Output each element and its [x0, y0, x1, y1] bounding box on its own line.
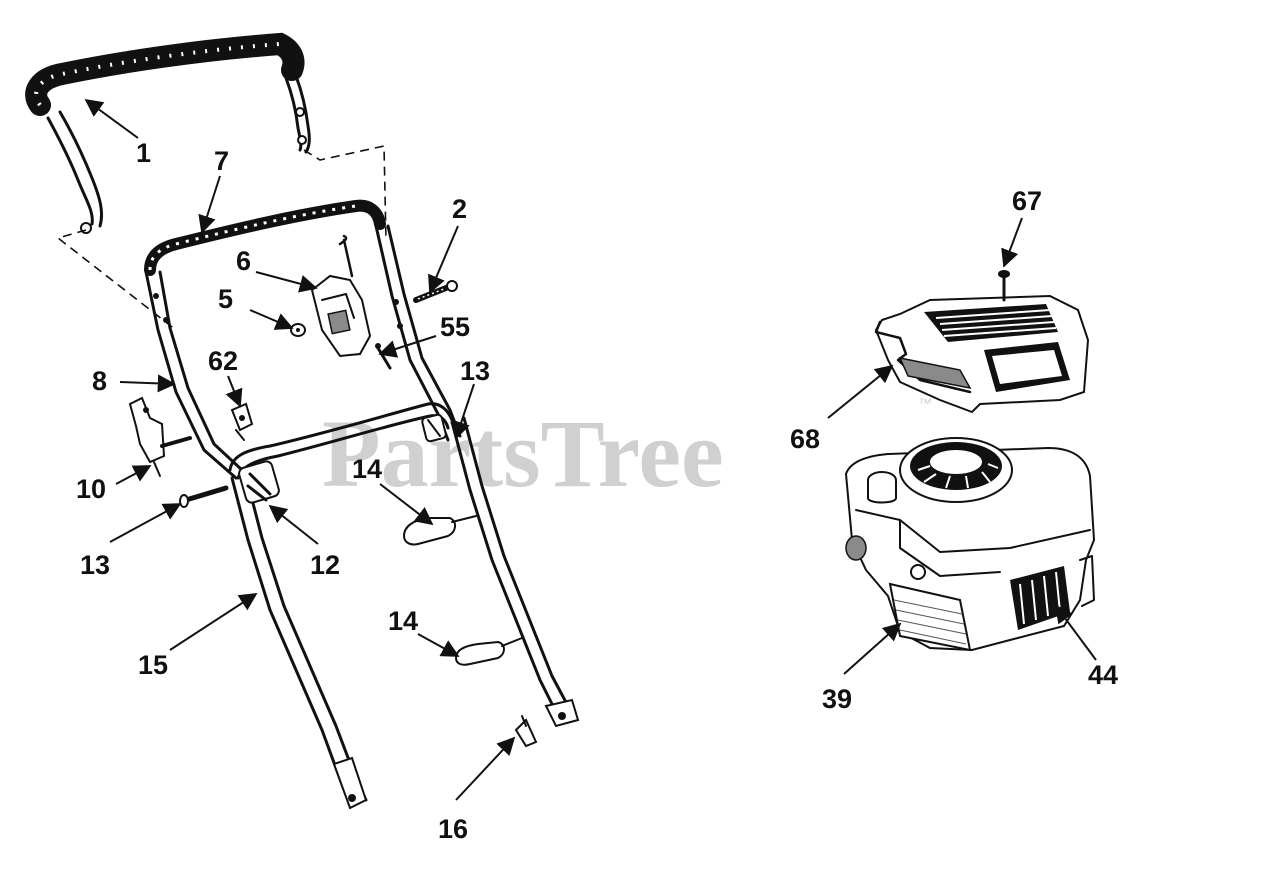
knob-part-13-right [421, 413, 447, 443]
cable-clip-part-14-upper [402, 515, 477, 546]
callout-62: 62 [208, 346, 238, 376]
wing-knob-part-10 [128, 396, 192, 477]
callout-7: 7 [214, 146, 229, 176]
callout-12: 12 [310, 550, 340, 580]
callout-55: 55 [440, 312, 470, 342]
clip-part-16 [514, 715, 538, 748]
watermark-text: PartsTree [322, 400, 724, 507]
screw-part-2 [413, 280, 458, 303]
callout-5: 5 [218, 284, 233, 314]
callout-16: 16 [438, 814, 468, 844]
callout-15: 15 [138, 650, 168, 680]
clip-part-55 [375, 343, 392, 370]
callout-13-right: 13 [460, 356, 490, 386]
middle-handle-frame [144, 199, 462, 480]
bolt-part-13-left [179, 485, 229, 508]
callout-8: 8 [92, 366, 107, 396]
watermark-trademark: ™ [918, 395, 932, 411]
callout-14-upper: 14 [352, 454, 382, 484]
callout-1: 1 [136, 138, 151, 168]
callout-44: 44 [1088, 660, 1118, 690]
callout-13-left: 13 [80, 550, 110, 580]
callout-39: 39 [822, 684, 852, 714]
control-box [310, 234, 372, 358]
bracket-part-62 [230, 402, 254, 441]
callout-10: 10 [76, 474, 106, 504]
screw-part-67 [998, 270, 1010, 302]
callout-67: 67 [1012, 186, 1042, 216]
lower-handle-frame [228, 402, 580, 810]
callout-14-lower: 14 [388, 606, 418, 636]
assembly-dashed-lines [56, 145, 387, 331]
cable-clip-part-14-lower [454, 637, 523, 666]
callout-labels: 1 7 2 6 5 55 62 13 8 14 10 13 12 14 15 1… [76, 138, 1118, 844]
engine-body [844, 437, 1096, 652]
nut-part-5 [290, 323, 306, 337]
engine-shroud-part-68 [874, 294, 1090, 414]
knob-part-12 [238, 460, 280, 504]
leader-lines [84, 98, 1097, 801]
callout-6: 6 [236, 246, 251, 276]
callout-68: 68 [790, 424, 820, 454]
callout-2: 2 [452, 194, 467, 224]
upper-handle-grip [25, 32, 311, 234]
